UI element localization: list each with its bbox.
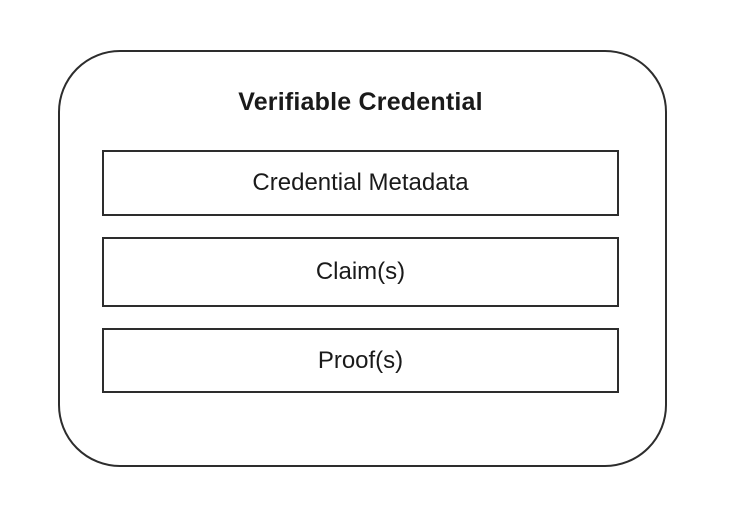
proofs-label: Proof(s) xyxy=(317,346,404,374)
credential-metadata-label: Credential Metadata xyxy=(252,169,469,196)
credential-metadata-box: Credential Metadata xyxy=(102,150,619,216)
claims-box: Claim(s) xyxy=(102,237,619,307)
claims-label: Claim(s) xyxy=(315,258,406,285)
diagram-title: Verifiable Credential xyxy=(238,88,483,116)
proofs-box: Proof(s) xyxy=(102,328,619,393)
